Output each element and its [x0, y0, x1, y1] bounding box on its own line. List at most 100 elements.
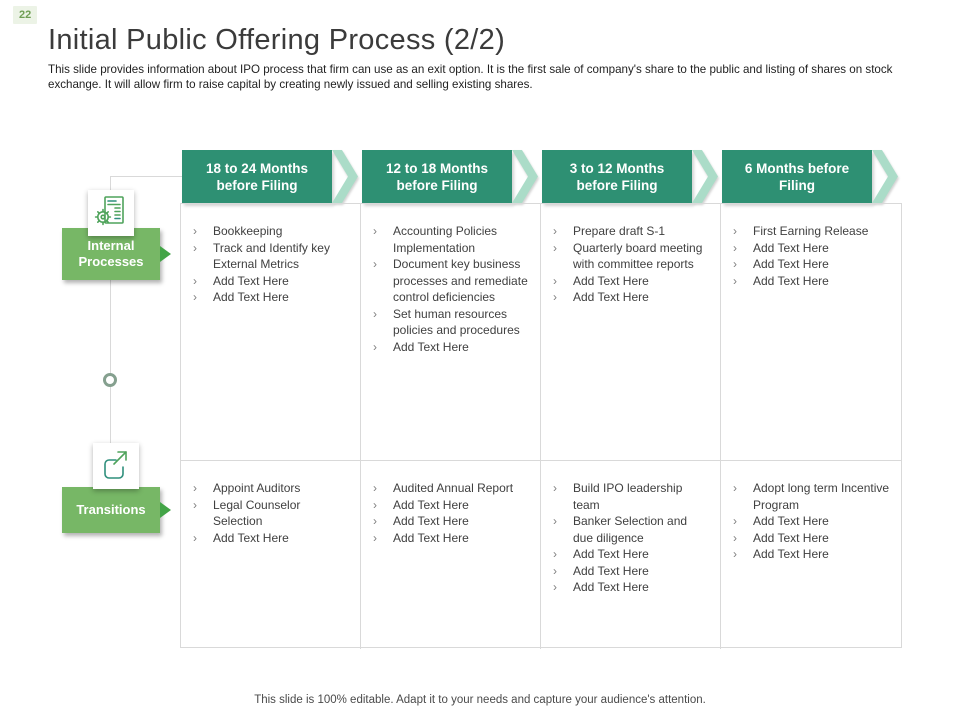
bullet-glyph: ›	[553, 240, 557, 255]
bullet-glyph: ›	[373, 497, 377, 512]
bullet-glyph: ›	[733, 547, 737, 561]
bullet-item: › Add Text Here	[733, 513, 891, 530]
bullet-glyph: ›	[733, 240, 737, 255]
bullet-item: › Banker Selection and due diligence	[553, 513, 710, 546]
table-cell: ›Audited Annual Report›Add Text Here›Add…	[361, 461, 541, 649]
bullet-item: ›Audited Annual Report	[373, 480, 530, 497]
bullet-item: › Add Text Here	[193, 530, 350, 547]
bullet-item: › Prepare draft S-1	[553, 223, 710, 240]
bullet-glyph: ›	[553, 273, 557, 288]
page-number: 22	[13, 6, 38, 24]
bullet-text: Add Text Here	[393, 339, 469, 354]
bullet-text: Adopt long term Incentive Program	[753, 481, 890, 512]
bullet-item: ›Add Text Here	[553, 579, 710, 596]
process-table: › Bookkeeping ›Track and Identify key Exte…	[180, 203, 902, 649]
bullet-text: Set human resources policies and procedu…	[393, 306, 520, 338]
arrow-right-icon	[160, 502, 171, 518]
chevron-right-icon	[692, 150, 718, 203]
bullet-glyph: ›	[193, 497, 197, 512]
bullet-text: Add Text Here	[753, 240, 829, 255]
bullet-item: ›Add Text Here	[553, 563, 710, 580]
chevron-right-icon	[512, 150, 538, 203]
bullet-glyph: ›	[193, 290, 197, 304]
bullet-item: ›Add Text Here	[373, 497, 530, 514]
bullet-item: ›Document key business processes and rem…	[373, 256, 530, 306]
row-label-text: Internal Processes	[78, 238, 144, 269]
bullet-item: › Set human resources policies and proced…	[373, 306, 530, 339]
bullet-text: Appoint Auditors	[213, 481, 301, 495]
bullet-item: ›Add Text Here	[373, 339, 530, 356]
column-header-1: 18 to 24 Months before Filing	[182, 150, 358, 203]
bullet-item: ›Add Text Here	[373, 530, 530, 547]
bullet-text: Accounting Policies Implementation	[393, 224, 498, 255]
column-header-label: 18 to 24 Months before Filing	[182, 150, 332, 203]
table-cell: › Prepare draft S-1 › Quarterly board meeti…	[541, 204, 721, 461]
bullet-glyph: ›	[373, 306, 377, 321]
column-header-3: 3 to 12 Months before Filing	[542, 150, 718, 203]
column-header-label: 12 to 18 Months before Filing	[362, 150, 512, 203]
bullet-glyph: ›	[193, 240, 197, 255]
bullet-text: Add Text Here	[753, 530, 829, 545]
bullet-text: Banker Selection and due diligence	[573, 514, 688, 545]
bullet-text: Add Text Here	[213, 530, 289, 545]
table-cell: › Appoint Auditors ›Legal Counselor Select…	[181, 461, 361, 649]
page-title: Initial Public Offering Process (2/2)	[48, 24, 506, 56]
bullet-text: Add Text Here	[213, 290, 289, 304]
bullet-glyph: ›	[553, 290, 557, 304]
bullet-text: Audited Annual Report	[393, 481, 514, 495]
bullet-glyph: ›	[733, 224, 737, 238]
bullet-text: Quarterly board meeting with committee r…	[573, 240, 703, 272]
transitions-icon-tile	[93, 443, 139, 489]
bullet-text: Add Text Here	[753, 514, 829, 528]
bullet-item: › Add Text Here	[733, 273, 891, 290]
bullet-glyph: ›	[193, 530, 197, 545]
bullet-item: ›Track and Identify key External Metrics	[193, 240, 350, 273]
bullet-item: ›Build IPO leadership team	[553, 480, 710, 513]
bullet-item: › Add Text Here	[553, 289, 710, 306]
bullet-glyph: ›	[193, 224, 197, 238]
column-header-2: 12 to 18 Months before Filing	[362, 150, 538, 203]
bullet-text: Prepare draft S-1	[573, 224, 666, 238]
bullet-glyph: ›	[373, 530, 377, 545]
bullet-item: ›Add Text Here	[733, 256, 891, 273]
bullet-glyph: ›	[553, 224, 557, 238]
bullet-glyph: ›	[733, 530, 737, 545]
footer-note: This slide is 100% editable. Adapt it to…	[254, 694, 706, 706]
bullet-text: Bookkeeping	[213, 224, 283, 238]
bullet-text: Build IPO leadership team	[573, 481, 683, 512]
bullet-text: Add Text Here	[753, 257, 829, 271]
bullet-glyph: ›	[553, 514, 557, 528]
bullet-item: › Bookkeeping	[193, 223, 350, 240]
connector-node-ring	[103, 373, 117, 387]
bullet-text: Add Text Here	[753, 273, 829, 288]
bullet-item: ›Legal Counselor Selection	[193, 497, 350, 530]
bullet-text: Add Text Here	[573, 547, 649, 561]
bullet-glyph: ›	[553, 547, 557, 561]
bullet-text: First Earning Release	[753, 224, 869, 238]
table-cell: ›Build IPO leadership team›Banker Select…	[541, 461, 721, 649]
bullet-text: Document key business processes and reme…	[393, 257, 528, 304]
bullet-item: › Add Text Here	[733, 240, 891, 257]
column-header-label: 3 to 12 Months before Filing	[542, 150, 692, 203]
external-link-icon	[104, 451, 127, 479]
bullet-text: Add Text Here	[213, 273, 289, 288]
document-gear-icon	[94, 196, 124, 226]
column-header-4: 6 Months before Filing	[722, 150, 898, 203]
table-cell: › Adopt long term Incentive Program › Add T…	[721, 461, 901, 649]
bullet-glyph: ›	[733, 514, 737, 528]
bullet-item: ›Add Text Here	[373, 513, 530, 530]
bullet-text: Add Text Here	[573, 273, 649, 288]
bullet-glyph: ›	[733, 481, 737, 495]
table-cell: › Bookkeeping ›Track and Identify key Exte…	[181, 204, 361, 461]
chevron-right-icon	[872, 150, 898, 203]
bullet-glyph: ›	[373, 224, 377, 238]
row-label-text: Transitions	[76, 502, 146, 517]
bullet-item: › Add Text Here	[193, 289, 350, 306]
bullet-text: Add Text Here	[753, 547, 829, 561]
bullet-item: › Quarterly board meeting with committee …	[553, 240, 710, 273]
bullet-item: › First Earning Release	[733, 223, 891, 240]
bullet-text: Add Text Here	[573, 563, 649, 578]
connector-horizontal-line	[110, 176, 182, 177]
bullet-text: Add Text Here	[573, 290, 649, 304]
bullet-glyph: ›	[733, 273, 737, 288]
